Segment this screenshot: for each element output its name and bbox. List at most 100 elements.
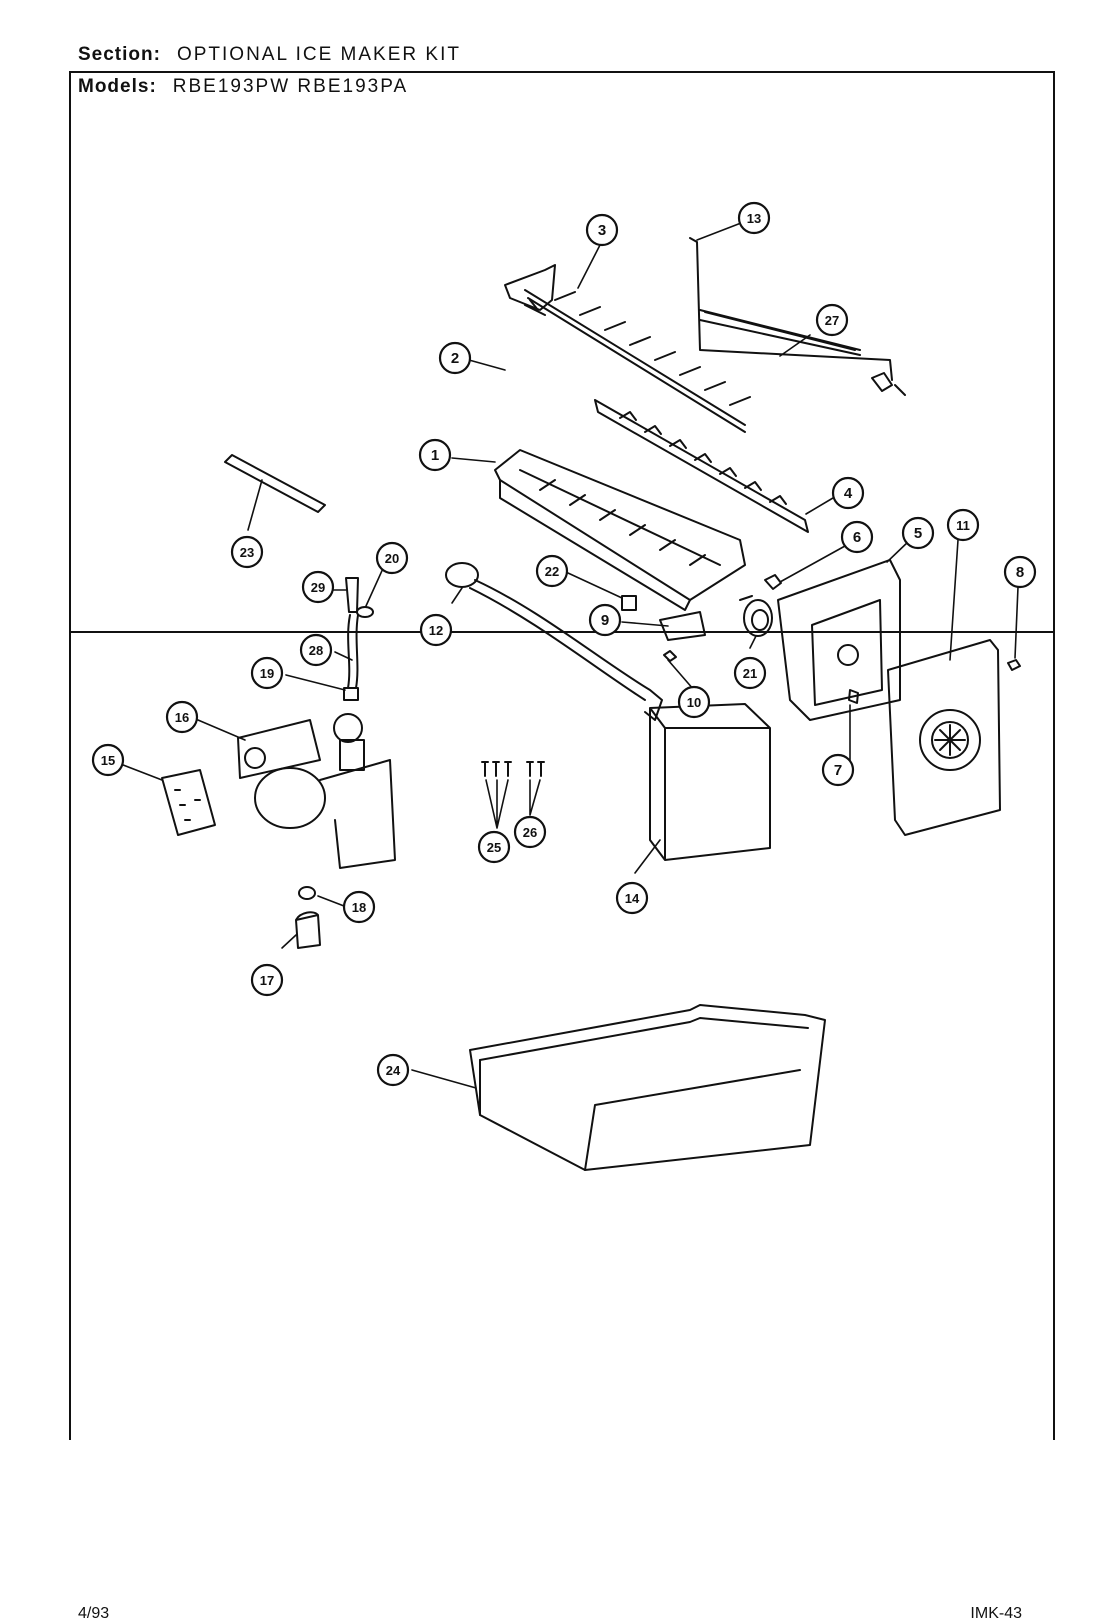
callout-number: 15 bbox=[101, 753, 115, 768]
callout-number: 13 bbox=[747, 211, 761, 226]
screws-26-part bbox=[526, 761, 545, 777]
callout-12: 12 bbox=[419, 613, 453, 647]
callout-11: 11 bbox=[946, 508, 980, 542]
nut-part bbox=[356, 606, 374, 618]
callout-number: 17 bbox=[260, 973, 274, 988]
stripper-part bbox=[594, 399, 809, 533]
callout-24: 24 bbox=[376, 1053, 410, 1087]
ice-bin-part bbox=[469, 1004, 826, 1171]
callout-number: 16 bbox=[175, 710, 189, 725]
fill-tube-part bbox=[224, 454, 326, 513]
fitting-part bbox=[345, 577, 359, 613]
strainer-part bbox=[295, 911, 321, 949]
callout-28: 28 bbox=[299, 633, 333, 667]
callout-26: 26 bbox=[513, 815, 547, 849]
callout-29: 29 bbox=[301, 570, 335, 604]
callout-21: 21 bbox=[733, 656, 767, 690]
small-screw-part bbox=[663, 650, 677, 662]
bracket-part bbox=[504, 264, 556, 316]
water-tube-part bbox=[347, 614, 359, 689]
page-frame bbox=[69, 71, 1055, 1440]
callout-10: 10 bbox=[677, 685, 711, 719]
callout-number: 4 bbox=[844, 485, 853, 502]
washer-part bbox=[298, 886, 316, 900]
callout-1: 1 bbox=[418, 438, 452, 472]
callout-9: 9 bbox=[588, 603, 622, 637]
clip-part bbox=[764, 574, 782, 590]
callout-2: 2 bbox=[438, 341, 472, 375]
callout-27: 27 bbox=[815, 303, 849, 337]
callout-number: 6 bbox=[853, 529, 861, 546]
callout-22: 22 bbox=[535, 554, 569, 588]
callout-25: 25 bbox=[477, 830, 511, 864]
callout-number: 24 bbox=[386, 1063, 401, 1078]
callout-number: 9 bbox=[601, 612, 609, 629]
motor-plate-part bbox=[887, 639, 1001, 836]
callout-5: 5 bbox=[901, 516, 935, 550]
screw-part bbox=[1007, 659, 1021, 671]
callout-number: 23 bbox=[240, 545, 254, 560]
callout-number: 21 bbox=[743, 666, 757, 681]
callout-18: 18 bbox=[342, 890, 376, 924]
callout-6: 6 bbox=[840, 520, 874, 554]
callout-number: 29 bbox=[311, 580, 325, 595]
water-valve-part bbox=[237, 713, 396, 869]
callout-3: 3 bbox=[585, 213, 619, 247]
wiring-harness-part bbox=[445, 562, 663, 721]
insulation-strip-part bbox=[704, 311, 856, 351]
callout-15: 15 bbox=[91, 743, 125, 777]
callout-number: 28 bbox=[309, 643, 323, 658]
callout-17: 17 bbox=[250, 963, 284, 997]
mounting-clip-part bbox=[659, 611, 706, 641]
diagram-frame bbox=[69, 71, 1055, 633]
callout-number: 25 bbox=[487, 840, 501, 855]
callout-number: 3 bbox=[598, 222, 606, 239]
callout-19: 19 bbox=[250, 656, 284, 690]
pin-part bbox=[848, 689, 859, 704]
insulation-block-part bbox=[649, 703, 771, 861]
callout-number: 5 bbox=[914, 525, 922, 542]
callout-number: 18 bbox=[352, 900, 366, 915]
callout-number: 1 bbox=[431, 447, 439, 464]
control-housing-part bbox=[777, 559, 901, 721]
callout-number: 10 bbox=[687, 695, 701, 710]
callout-13: 13 bbox=[737, 201, 771, 235]
callout-4: 4 bbox=[831, 476, 865, 510]
ejector-part bbox=[524, 289, 751, 433]
callout-number: 20 bbox=[385, 551, 399, 566]
callout-number: 2 bbox=[451, 350, 459, 367]
callout-number: 8 bbox=[1016, 564, 1024, 581]
ice-mold-part bbox=[494, 449, 746, 611]
tab-part bbox=[621, 595, 637, 611]
exploded-parts-diagram: 1234567891011121314151617181920212223242… bbox=[69, 71, 1055, 1440]
callout-number: 22 bbox=[545, 564, 559, 579]
leader-lines bbox=[117, 217, 1019, 1089]
callout-number: 11 bbox=[956, 518, 970, 533]
section-title: OPTIONAL ICE MAKER KIT bbox=[176, 44, 461, 65]
screws-25-part bbox=[481, 761, 512, 777]
callout-23: 23 bbox=[230, 535, 264, 569]
footer-date: 4/93 bbox=[78, 1605, 110, 1622]
callout-number: 12 bbox=[429, 623, 443, 638]
callout-number: 27 bbox=[825, 313, 839, 328]
callout-16: 16 bbox=[165, 700, 199, 734]
callout-14: 14 bbox=[615, 881, 649, 915]
footer-code: IMK-43 bbox=[970, 1605, 1022, 1622]
callout-7: 7 bbox=[821, 753, 855, 787]
thermostat-part bbox=[739, 595, 773, 637]
models-list: RBE193PW RBE193PA bbox=[172, 76, 409, 97]
callout-number: 7 bbox=[834, 762, 842, 779]
tube-nut-part bbox=[343, 687, 359, 701]
callout-number: 19 bbox=[260, 666, 274, 681]
section-heading: Section: OPTIONAL ICE MAKER KIT bbox=[78, 44, 461, 66]
section-label: Section: bbox=[78, 44, 161, 65]
valve-bracket-part bbox=[161, 769, 216, 836]
callout-group: 1234567891011121314151617181920212223242… bbox=[91, 201, 1037, 1087]
callout-8: 8 bbox=[1003, 555, 1037, 589]
models-label: Models: bbox=[78, 76, 157, 97]
callout-number: 14 bbox=[625, 891, 640, 906]
callout-20: 20 bbox=[375, 541, 409, 575]
callout-number: 26 bbox=[523, 825, 537, 840]
shutoff-arm-part bbox=[689, 237, 906, 396]
models-heading: Models: RBE193PW RBE193PA bbox=[78, 76, 408, 98]
